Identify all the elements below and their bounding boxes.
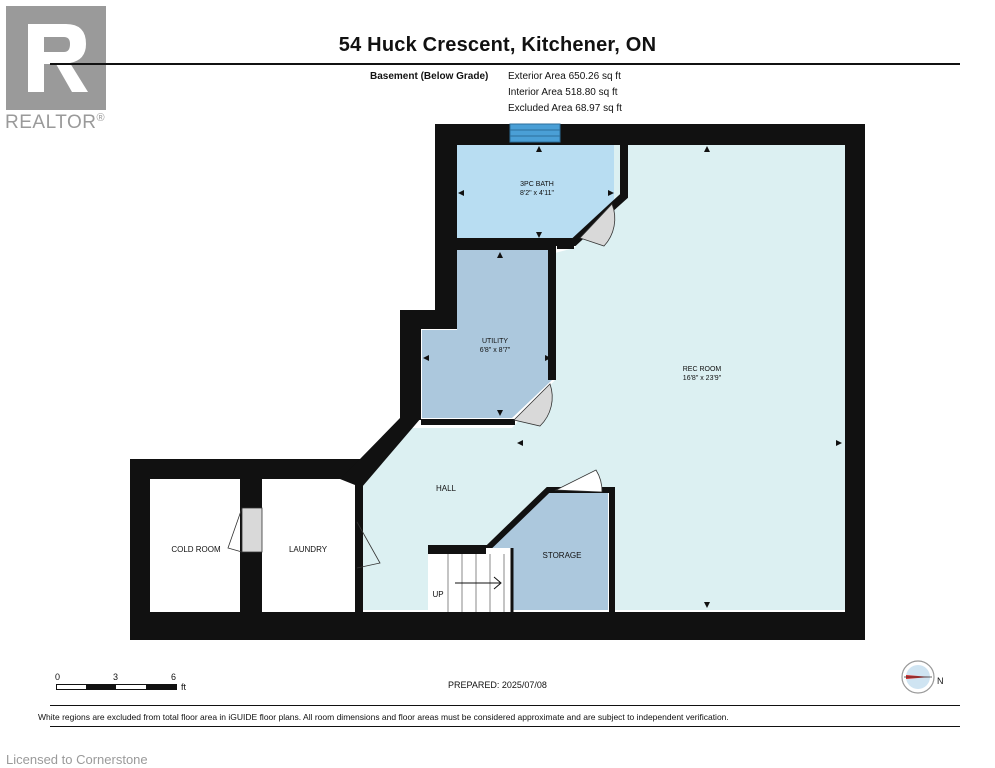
scale-tick-3: 3 — [113, 672, 119, 682]
dimension-markers — [423, 146, 842, 608]
title-divider — [50, 63, 960, 65]
storage-label: STORAGE — [542, 551, 582, 560]
utility-name: UTILITY — [481, 338, 509, 345]
realtor-logo — [6, 6, 106, 110]
bath-label: 3PC BATH 8'2" x 4'11" — [497, 180, 577, 198]
scale-tick-0: 0 — [55, 672, 61, 682]
realtor-logo-mark — [6, 6, 106, 110]
bath-dims: 8'2" x 4'11" — [520, 190, 554, 197]
scale-tick-6: 6 — [171, 672, 177, 682]
hall-label: HALL — [435, 484, 456, 493]
compass-icon — [901, 660, 935, 694]
bath-name: 3PC BATH — [520, 181, 554, 188]
laundry-area — [262, 487, 355, 612]
doors — [227, 203, 616, 569]
license-watermark: Licensed to Cornerstone — [6, 752, 148, 767]
rec-room-label: REC ROOM 16'8" x 23'9" — [662, 365, 742, 383]
stairs-up-label: UP — [432, 590, 444, 599]
realtor-logo-text: REALTOR® — [5, 112, 106, 133]
utility-dims: 6'8" x 8'7" — [479, 347, 511, 354]
stairs — [428, 546, 514, 612]
level-name: Basement (Below Grade) — [370, 71, 489, 82]
scale-unit: ft — [181, 682, 187, 692]
prepared-date: PREPARED: 2025/07/08 — [448, 680, 547, 690]
compass-label: N — [937, 676, 944, 686]
footer-divider-bottom — [50, 726, 960, 727]
page-title: 54 Huck Crescent, Kitchener, ON — [338, 34, 657, 56]
interior-area: Interior Area 518.80 sq ft — [508, 87, 618, 98]
disclaimer: White regions are excluded from total fl… — [38, 712, 729, 722]
utility-label: UTILITY 6'8" x 8'7" — [455, 337, 535, 355]
rec-room-dims: 16'8" x 23'9" — [682, 375, 722, 382]
scale-bar — [56, 684, 177, 690]
footer-divider-top — [50, 705, 960, 706]
utility-area — [422, 250, 552, 418]
bath-window — [509, 123, 561, 143]
exterior-area: Exterior Area 650.26 sq ft — [508, 71, 621, 82]
bath-area — [457, 145, 614, 240]
cold-room-label: COLD ROOM — [171, 545, 221, 554]
cold-room-area — [150, 479, 240, 612]
excluded-area: Excluded Area 68.97 sq ft — [508, 103, 622, 114]
laundry-label: LAUNDRY — [288, 545, 328, 554]
rec-room-name: REC ROOM — [682, 366, 722, 373]
hall-area — [360, 428, 548, 610]
